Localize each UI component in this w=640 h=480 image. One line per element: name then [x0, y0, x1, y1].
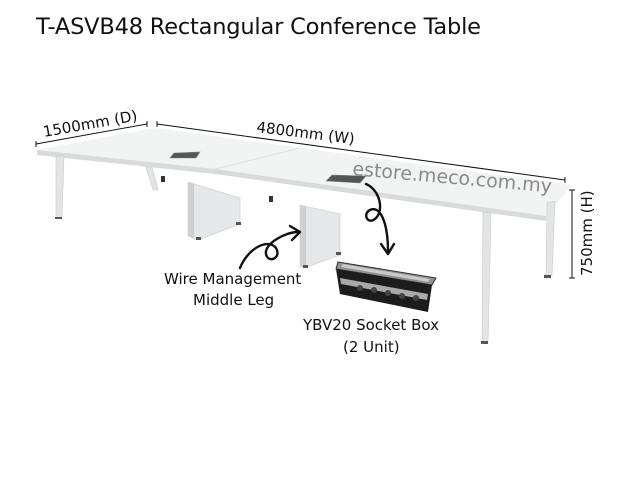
front-leg-right-back — [544, 200, 556, 278]
back-bracket-mid — [269, 196, 273, 202]
socket-box-label-line1: YBV20 Socket Box — [302, 316, 439, 334]
height-label: 750mm (H) — [578, 190, 596, 276]
table-top — [37, 128, 572, 221]
grommet-right — [325, 174, 367, 184]
back-leg-left — [145, 166, 159, 191]
curly-arrow-down-icon — [364, 182, 396, 256]
curly-arrow-icon — [238, 224, 302, 270]
depth-dimension-line — [35, 121, 148, 147]
front-leg-right-front — [481, 211, 492, 344]
width-dimension-line — [156, 121, 566, 183]
grommet-left — [169, 151, 201, 159]
width-label: 4800mm (W) — [256, 118, 356, 148]
middle-leg-label-line2: Middle Leg — [193, 291, 274, 309]
front-leg-left — [55, 155, 65, 219]
middle-leg-panel-left — [187, 181, 241, 241]
middle-leg-panel-right — [299, 204, 341, 269]
middle-leg-label-line1: Wire Management — [164, 270, 301, 288]
product-title: T-ASVB48 Rectangular Conference Table — [36, 14, 481, 40]
socket-box-illustration — [335, 261, 437, 312]
height-dimension-line — [569, 189, 575, 279]
socket-box-label-line2: (2 Unit) — [343, 338, 400, 356]
back-bracket-left — [161, 176, 165, 182]
